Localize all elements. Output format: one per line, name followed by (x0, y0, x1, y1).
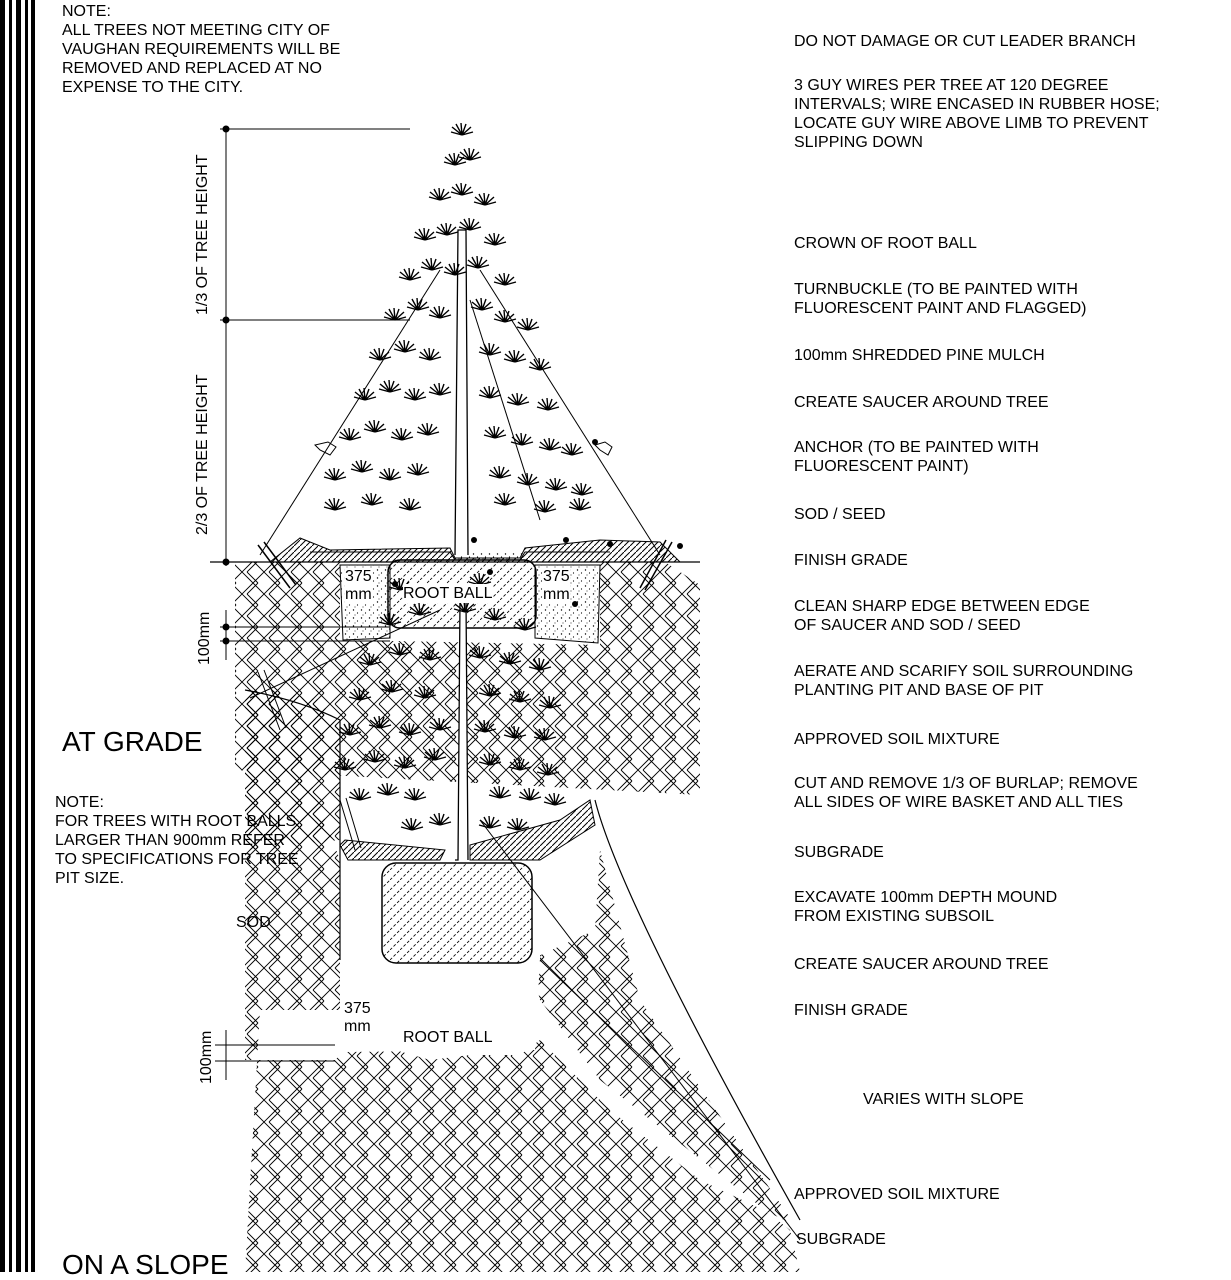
root-ball-label: ROOT BALL (403, 584, 493, 603)
height-dimensions (220, 128, 410, 660)
callout-mulch: 100mm SHREDDED PINE MULCH (794, 347, 1045, 364)
slope-root-ball (381, 862, 533, 964)
note-line: VAUGHAN REQUIREMENTS WILL BE (62, 41, 341, 58)
note-line: ALL TREES NOT MEETING CITY OF (62, 22, 330, 39)
middle-note: NOTE: FOR TREES WITH ROOT BALLS LARGER T… (55, 793, 299, 888)
upper-third-dimension: 1/3 OF TREE HEIGHT (194, 154, 211, 315)
callout-leader: DO NOT DAMAGE OR CUT LEADER BRANCH (794, 33, 1136, 50)
callout-clean-edge: CLEAN SHARP EDGE BETWEEN EDGE OF SAUCER … (794, 598, 1090, 634)
callout-saucer-slope: CREATE SAUCER AROUND TREE (794, 956, 1049, 973)
callout-finish-grade: FINISH GRADE (794, 552, 908, 569)
note-line: TO SPECIFICATIONS FOR TREE (55, 851, 299, 868)
callout-finish-grade-slope: FINISH GRADE (794, 1002, 908, 1019)
callout-excavate: EXCAVATE 100mm DEPTH MOUND FROM EXISTING… (794, 889, 1058, 925)
lower-two-thirds-dimension: 2/3 OF TREE HEIGHT (194, 374, 211, 535)
page-border (0, 0, 35, 1272)
slope-subgrade (245, 690, 800, 1272)
slope-depth-dimension-label: 100mm (198, 1030, 215, 1084)
note-line: EXPENSE TO THE CITY. (62, 79, 244, 96)
top-note: NOTE: ALL TREES NOT MEETING CITY OF VAUG… (62, 2, 340, 97)
sod-label: SOD (236, 914, 271, 931)
callout-subgrade-slope: SUBGRADE (796, 1231, 886, 1248)
note-heading: NOTE: (55, 794, 104, 811)
slope-detail (215, 572, 801, 1272)
pit-depth-dimension: 100mm (196, 611, 213, 665)
note-line: FOR TREES WITH ROOT BALLS (55, 813, 297, 830)
callout-crown: CROWN OF ROOT BALL (794, 235, 977, 252)
callout-varies: VARIES WITH SLOPE (863, 1091, 1024, 1108)
callout-soil: APPROVED SOIL MIXTURE (794, 731, 1000, 748)
anchor-stakes (257, 539, 673, 591)
callout-subgrade: SUBGRADE (794, 844, 884, 861)
callout-burlap: CUT AND REMOVE 1/3 OF BURLAP; REMOVE ALL… (794, 775, 1138, 811)
guy-wires (259, 269, 661, 556)
callout-guy-wires: 3 GUY WIRES PER TREE AT 120 DEGREE INTER… (794, 77, 1160, 151)
callout-turnbuckle: TURNBUCKLE (TO BE PAINTED WITH FLUORESCE… (794, 281, 1087, 317)
note-line: LARGER THAN 900mm REFER (55, 832, 285, 849)
callout-soil-slope: APPROVED SOIL MIXTURE (794, 1186, 1000, 1203)
note-line: REMOVED AND REPLACED AT NO (62, 60, 322, 77)
slope-depth-dimension (215, 1030, 335, 1080)
callout-saucer: CREATE SAUCER AROUND TREE (794, 394, 1049, 411)
callout-aerate: AERATE AND SCARIFY SOIL SURROUNDING PLAN… (794, 663, 1134, 699)
on-slope-title: ON A SLOPE (62, 1249, 229, 1280)
at-grade-title: AT GRADE (62, 726, 203, 757)
note-heading: NOTE: (62, 3, 111, 20)
note-line: PIT SIZE. (55, 870, 125, 887)
slope-root-ball-label: ROOT BALL (403, 1028, 493, 1047)
callout-sod-seed: SOD / SEED (794, 506, 886, 523)
tree-trunk (454, 229, 469, 556)
callout-anchor: ANCHOR (TO BE PAINTED WITH FLUORESCENT P… (794, 439, 1039, 475)
